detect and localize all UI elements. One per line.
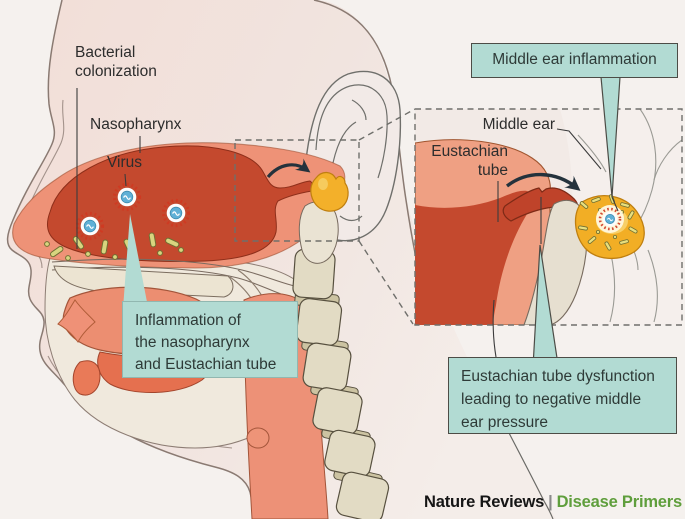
lips-muscle bbox=[57, 299, 96, 343]
larynx bbox=[246, 427, 270, 449]
label-bacterial-colonization: Bacterial colonization bbox=[75, 44, 157, 80]
virus-icon bbox=[596, 205, 624, 233]
virus-icon bbox=[161, 198, 191, 228]
leader-lines bbox=[76, 88, 619, 358]
virus-icon bbox=[112, 182, 142, 212]
bacteria-group bbox=[44, 232, 184, 261]
callout-middle-ear-inflammation: Middle ear inflammation bbox=[471, 43, 678, 78]
callout-pointers bbox=[123, 76, 621, 359]
virus-icon bbox=[75, 211, 105, 241]
label-eustachian-tube: Eustachian tube bbox=[431, 143, 508, 179]
zoom-inset bbox=[414, 108, 683, 326]
footer-separator: | bbox=[548, 493, 553, 511]
journal-footer: Nature Reviews|Disease Primers bbox=[400, 493, 682, 512]
flow-arrow-icon bbox=[266, 158, 311, 179]
neck-outline bbox=[508, 432, 554, 519]
label-middle-ear: Middle ear bbox=[482, 116, 555, 133]
chin-muscle bbox=[72, 360, 101, 396]
label-virus: Virus bbox=[107, 154, 143, 171]
journal-name: Nature Reviews bbox=[424, 493, 545, 511]
virus-icons bbox=[75, 182, 191, 241]
series-name: Disease Primers bbox=[556, 493, 683, 511]
middle-ear-effusion bbox=[310, 171, 349, 212]
inset-nasopharynx bbox=[415, 190, 533, 325]
cervical-spine bbox=[292, 248, 390, 519]
flow-arrow-icon bbox=[505, 172, 581, 191]
callout-eustachian-dysfunction: Eustachian tube dysfunction leading to n… bbox=[448, 357, 677, 434]
zoom-region-outline bbox=[234, 108, 416, 325]
callout-nasopharynx-inflammation: Inflammation of the nasopharynx and Eust… bbox=[122, 301, 298, 378]
inset-middle-ear-inflamed bbox=[574, 194, 645, 259]
label-nasopharynx: Nasopharynx bbox=[90, 116, 182, 133]
